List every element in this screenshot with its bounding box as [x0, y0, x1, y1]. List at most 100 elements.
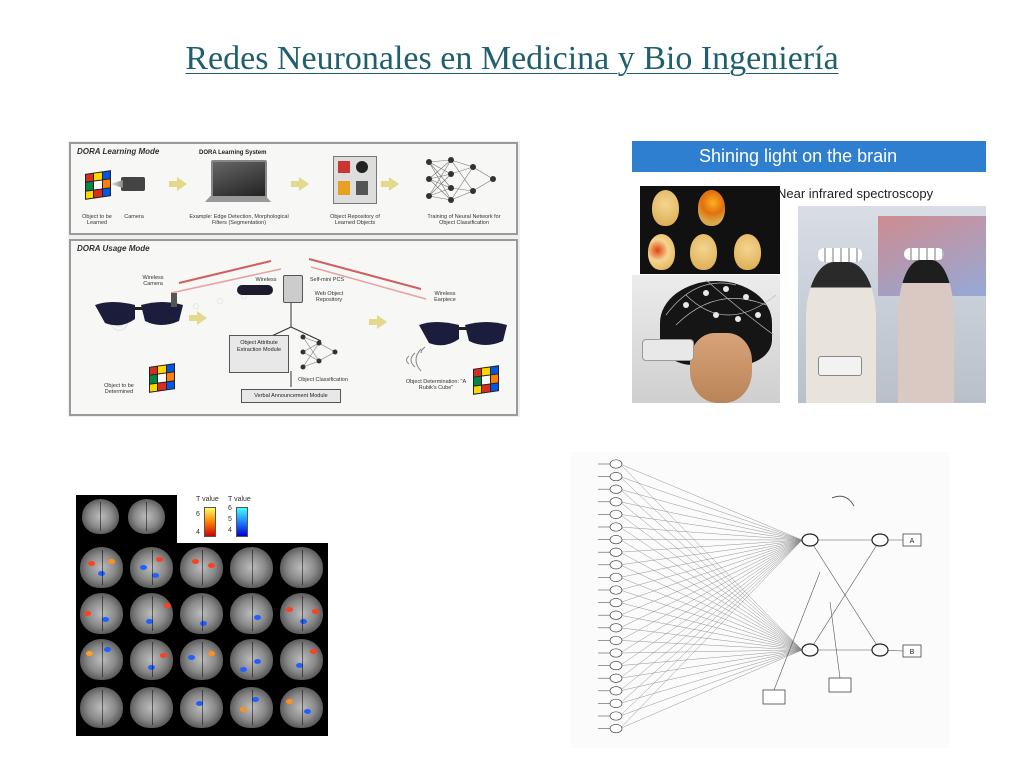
caption-object-learned: Object to be Learned — [82, 214, 112, 226]
path-line — [619, 539, 803, 691]
latent-node — [801, 533, 819, 547]
activation-blob — [208, 651, 215, 656]
path-line — [619, 489, 803, 651]
headband-shape — [904, 248, 944, 260]
legend-cool-header: T value — [228, 496, 251, 503]
classification-network-icon — [300, 334, 338, 370]
activation-blob — [208, 563, 215, 568]
activation-blob — [140, 565, 147, 570]
activation-blob — [146, 619, 153, 624]
nirs-banner-title: Shining light on the brain — [699, 146, 898, 166]
path-line — [619, 539, 803, 654]
path-line — [619, 501, 803, 651]
earpiece-glasses-icon — [419, 322, 507, 353]
path-line — [619, 476, 803, 651]
activation-blob — [192, 559, 199, 564]
legend-cool-tick: 5 — [228, 516, 232, 523]
indicator-node — [609, 724, 623, 734]
indicator-node — [609, 484, 623, 494]
nirs-device-shape — [818, 356, 862, 376]
indicator-node — [609, 509, 623, 519]
label-object-determination: Object Determination: "A Rubik's Cube" — [405, 379, 467, 391]
label-object-to-be-determined: Object to be Determined — [104, 383, 134, 395]
legend-warm-tick: 4 — [196, 529, 200, 536]
indicator-node — [609, 686, 623, 696]
fmri-figure: T value T value 6 4 6 5 4 — [76, 495, 328, 736]
label-object-classification: Object Classification — [298, 377, 348, 383]
nirs-banner: Shining light on the brain — [632, 141, 986, 172]
activation-blob — [286, 607, 293, 612]
person-right-shape — [898, 260, 954, 403]
activation-blob — [286, 699, 293, 704]
flow-arrow-icon — [169, 177, 187, 191]
activation-blob — [240, 667, 247, 672]
path-line — [619, 539, 803, 553]
path-line — [619, 539, 803, 679]
warm-colorbar — [204, 507, 216, 537]
activation-blob — [188, 655, 195, 660]
path-line — [619, 564, 803, 651]
outcome-label-a: A — [910, 538, 915, 545]
caption-camera: Camera — [124, 214, 144, 220]
cube-tile — [490, 382, 498, 392]
caption-edge-detection: Example: Edge Detection, Morphological F… — [189, 214, 289, 226]
path-line — [619, 488, 803, 541]
cube-tile — [86, 181, 94, 191]
verbal-announcement-block: Verbal Announcement Module — [241, 389, 341, 403]
cube-tile — [474, 385, 482, 394]
laptop-icon — [211, 160, 267, 198]
indicator-node — [609, 472, 623, 482]
activation-blob — [156, 557, 163, 562]
brain-slice — [130, 547, 173, 588]
electrode-wires — [665, 279, 777, 336]
cube-tile — [94, 172, 102, 181]
repository-tile — [338, 161, 350, 173]
activation-blob — [254, 615, 261, 620]
flow-arrow-icon — [291, 177, 309, 191]
legend-warm-tick: 6 — [196, 511, 200, 518]
activation-blob — [148, 665, 155, 670]
cube-tile — [150, 383, 158, 392]
dora-learning-panel: DORA Learning Mode DORA Learning System — [69, 142, 518, 235]
slide-title: Redes Neuronales en Medicina y Bio Ingen… — [185, 40, 839, 77]
head-map — [698, 190, 725, 226]
activation-blob — [160, 653, 167, 658]
outcome-box-b — [902, 644, 922, 658]
mini-pc-icon — [283, 275, 303, 303]
flow-arrow-icon — [369, 315, 387, 329]
camera-lens-icon — [111, 180, 123, 188]
eeg-cap-photo — [632, 275, 780, 403]
structural-path — [773, 571, 821, 691]
cube-tile — [166, 364, 174, 373]
path-line — [619, 476, 803, 541]
structural-path — [829, 601, 841, 679]
path-line — [619, 539, 803, 566]
path-line — [619, 539, 803, 717]
activation-blob — [164, 603, 171, 608]
label-wireless: Wireless — [255, 277, 277, 283]
face-shape — [690, 333, 752, 403]
path-line — [619, 514, 803, 541]
activation-blob — [84, 611, 91, 616]
cube-tile — [102, 187, 110, 197]
activation-blob — [304, 709, 311, 714]
head-maps-panel — [640, 186, 780, 274]
path-line — [619, 552, 803, 651]
rubiks-cube-icon — [85, 170, 111, 200]
cube-tile — [158, 365, 166, 374]
cube-tile — [474, 368, 482, 378]
latent-node — [871, 643, 889, 657]
cube-tile — [158, 373, 166, 383]
indicator-node — [609, 572, 623, 582]
caption-object-repository: Object Repository of Learned Objects — [330, 214, 380, 226]
outcome-box-a — [902, 533, 922, 547]
cube-tile — [150, 366, 158, 376]
label-self-mini-pc: Self-mini PCS — [309, 277, 345, 283]
latent-node — [801, 643, 819, 657]
brain-slice — [130, 593, 173, 634]
covariance-arc — [831, 495, 855, 507]
cool-colorbar — [236, 507, 248, 537]
indicator-node — [609, 635, 623, 645]
legend-cool-tick: 6 — [228, 505, 232, 512]
activation-blob — [86, 651, 93, 656]
